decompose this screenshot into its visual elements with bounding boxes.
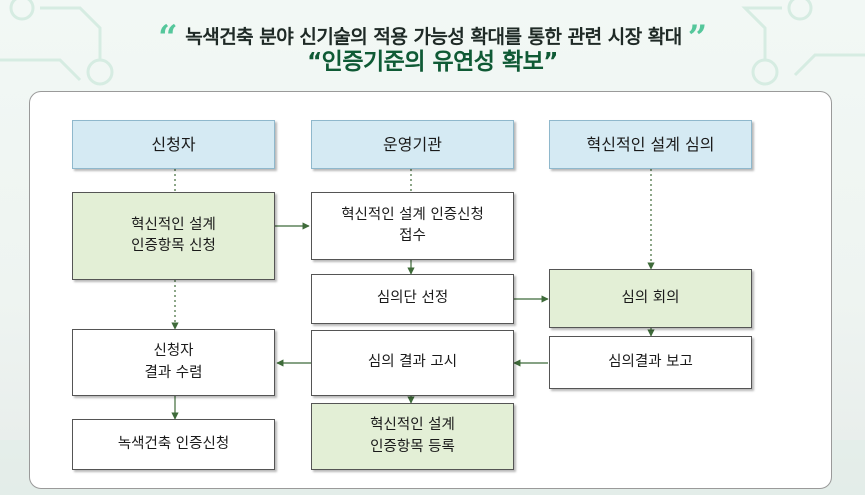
- column-header-committee: 혁신적인 설계 심의: [549, 120, 752, 169]
- step-accept-result: 신청자 결과 수렴: [72, 329, 275, 396]
- close-quote-icon: ”: [687, 18, 708, 58]
- step-report: 심의결과 보고: [549, 336, 752, 389]
- step-announce: 심의 결과 고시: [311, 330, 514, 396]
- column-header-applicant: 신청자: [72, 120, 275, 169]
- open-quote-icon: “: [158, 18, 178, 58]
- step-final-apply: 녹색건축 인증신청: [72, 419, 275, 470]
- subheadline: “인증기준의 유연성 확보”: [307, 49, 558, 75]
- step-register: 혁신적인 설계 인증항목 등록: [311, 403, 514, 470]
- step-meeting: 심의 회의: [549, 269, 752, 328]
- page-header: “ 녹색건축 분야 신기술의 적용 가능성 확대를 통한 관련 시장 확대” “인…: [0, 0, 865, 88]
- column-header-operator: 운영기관: [311, 120, 514, 169]
- headline: “ 녹색건축 분야 신기술의 적용 가능성 확대를 통한 관련 시장 확대”: [0, 12, 865, 58]
- step-receive: 혁신적인 설계 인증신청 접수: [311, 192, 514, 260]
- headline-text: 녹색건축 분야 신기술의 적용 가능성 확대를 통한 관련 시장 확대: [185, 26, 682, 48]
- step-select-panel: 심의단 선정: [311, 274, 514, 324]
- step-apply-items: 혁신적인 설계 인증항목 신청: [72, 192, 275, 280]
